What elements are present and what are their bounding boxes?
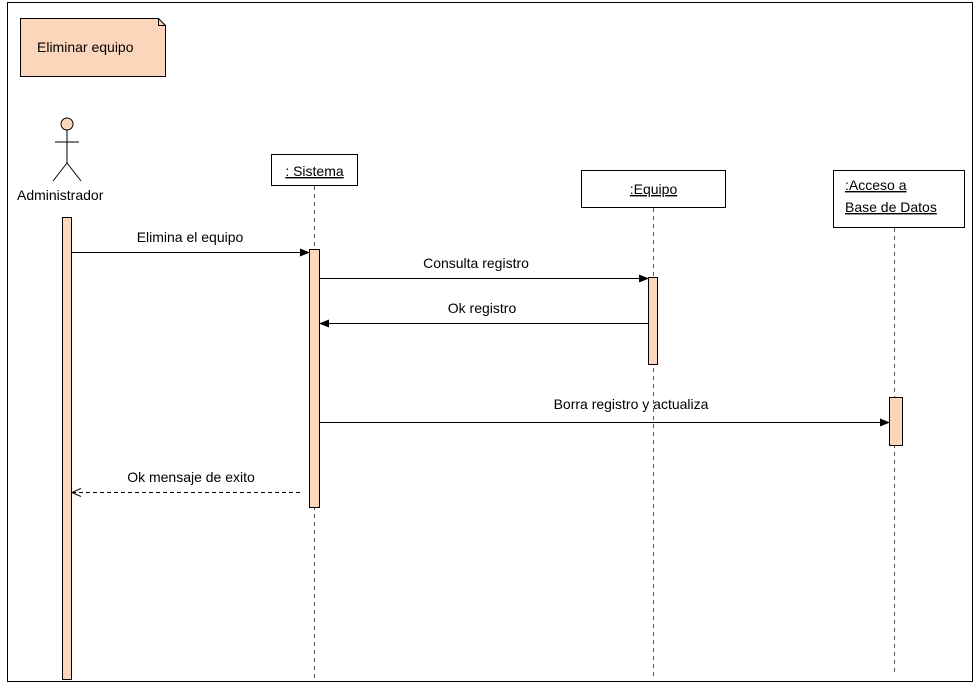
object-sistema: : Sistema	[271, 154, 358, 186]
message-label: Consulta registro	[423, 255, 529, 271]
note-text: Eliminar equipo	[37, 39, 134, 55]
message-label: Ok registro	[448, 300, 517, 316]
actor-leg-left	[52, 162, 68, 182]
actor-label: Administrador	[17, 187, 104, 203]
note-fold	[158, 18, 166, 26]
object-sistema-box	[271, 154, 358, 186]
note-eliminar-equipo: Eliminar equipo	[20, 18, 166, 77]
activation-acceso	[889, 397, 903, 446]
message-label: Elimina el equipo	[137, 229, 244, 245]
actor-administrador: Administrador	[17, 117, 104, 203]
activation-equipo	[648, 277, 658, 365]
object-sistema-label: : Sistema	[285, 163, 344, 179]
actor-head	[60, 117, 74, 131]
message-label: Ok mensaje de exito	[127, 469, 255, 485]
note-shape	[20, 18, 166, 77]
actor-leg-right	[66, 162, 82, 182]
object-acceso-label-line1: :Acceso a	[845, 177, 907, 193]
message-borra-registro: Borra registro y actualiza	[320, 396, 890, 427]
message-ok-registro: Ok registro	[319, 300, 648, 328]
diagram-frame	[7, 2, 973, 682]
message-elimina-el-equipo: Elimina el equipo	[72, 229, 310, 257]
object-acceso-label-line2: Base de Datos	[845, 199, 937, 215]
activation-sistema	[309, 249, 320, 508]
message-label: Borra registro y actualiza	[554, 396, 709, 412]
object-acceso-box	[833, 170, 965, 228]
message-consulta-registro: Consulta registro	[320, 255, 649, 283]
message-ok-mensaje-de-exito: Ok mensaje de exito	[72, 469, 300, 493]
object-equipo: :Equipo	[581, 170, 726, 208]
object-equipo-box	[581, 170, 726, 208]
activation-administrador	[62, 217, 72, 680]
object-equipo-label: :Equipo	[630, 181, 678, 197]
object-acceso-base-de-datos: :Acceso a Base de Datos	[833, 170, 965, 228]
